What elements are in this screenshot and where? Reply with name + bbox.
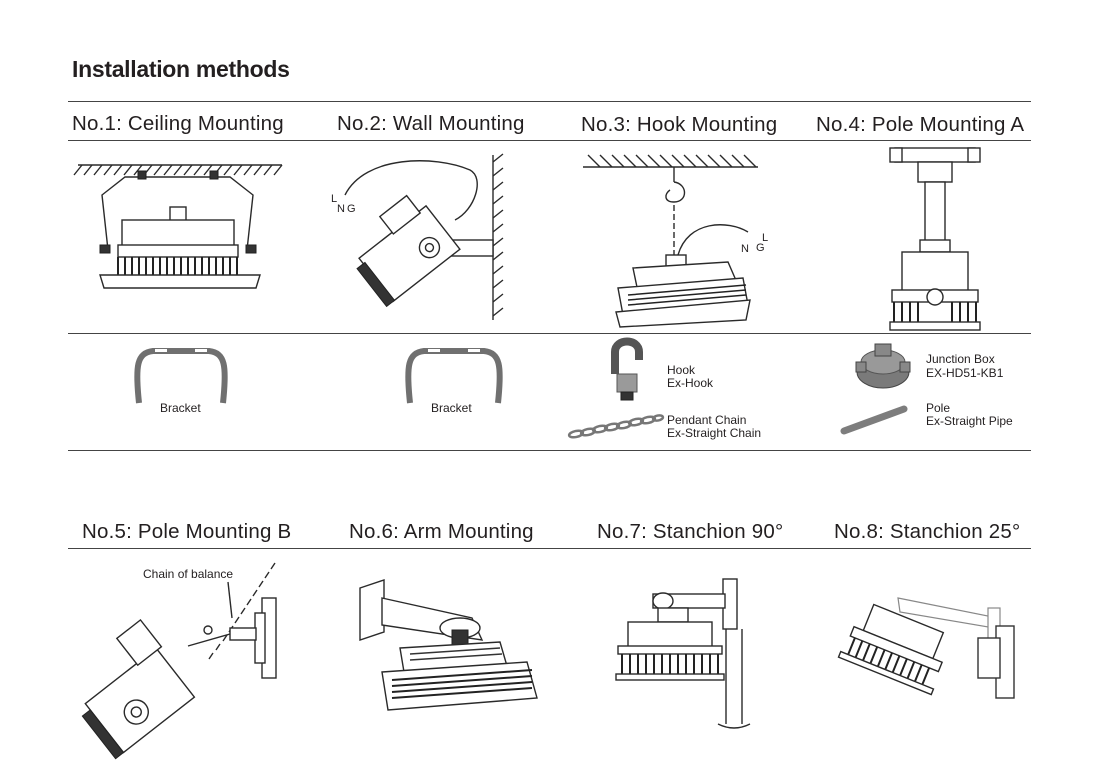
wire-label-l: L [762, 232, 769, 244]
method-pole-mounting-b: No.5: Pole Mounting B [82, 520, 292, 543]
divider [68, 101, 1031, 102]
divider [68, 140, 1031, 141]
method-wall-mounting: No.2: Wall Mounting [337, 112, 525, 135]
pole-mounting-b-diagram [81, 562, 277, 760]
pole-pipe-icon [840, 405, 908, 435]
chain-name: Pendant Chain [667, 413, 747, 427]
arm-mounting-diagram [359, 579, 538, 711]
method-stanchion-25: No.8: Stanchion 25° [834, 520, 1021, 543]
chain-of-balance-label: Chain of balance [143, 567, 234, 581]
wire-label-g: G [756, 242, 765, 254]
chain-code: Ex-Straight Chain [667, 426, 762, 440]
hook-code: Ex-Hook [667, 376, 714, 390]
bracket-label: Bracket [160, 401, 201, 415]
pendant-chain-icon [567, 414, 665, 439]
page-title: Installation methods [72, 56, 290, 82]
junction-box-icon [855, 343, 911, 389]
wire-label-l: L [331, 193, 338, 205]
divider [68, 548, 1031, 549]
junction-box-name: Junction Box [926, 352, 995, 366]
wire-label-n: N [741, 243, 749, 255]
method-hook-mounting: No.3: Hook Mounting [581, 113, 778, 136]
bracket-label: Bracket [431, 401, 472, 415]
pole-name: Pole [926, 401, 951, 415]
method-arm-mounting: No.6: Arm Mounting [349, 520, 534, 543]
wire-label-g: G [347, 203, 356, 215]
stanchion-25-diagram [837, 597, 1015, 699]
wall-mounting-diagram [344, 153, 504, 320]
stanchion-90-diagram [615, 578, 751, 729]
divider [68, 450, 1031, 451]
bracket-icon [405, 348, 503, 404]
hook-icon [611, 337, 643, 401]
junction-box-code: EX-HD51-KB1 [926, 366, 1004, 380]
divider [68, 333, 1031, 334]
method-stanchion-90: No.7: Stanchion 90° [597, 520, 784, 543]
method-pole-mounting-a: No.4: Pole Mounting A [816, 113, 1025, 136]
pole-code: Ex-Straight Pipe [926, 414, 1013, 428]
hook-name: Hook [667, 363, 696, 377]
hook-mounting-diagram [583, 154, 758, 328]
bracket-icon [134, 348, 228, 404]
wire-label-n: N [337, 203, 345, 215]
pole-mounting-a-diagram [889, 147, 981, 331]
method-ceiling-mounting: No.1: Ceiling Mounting [72, 112, 284, 135]
ceiling-mounting-diagram [73, 164, 283, 289]
